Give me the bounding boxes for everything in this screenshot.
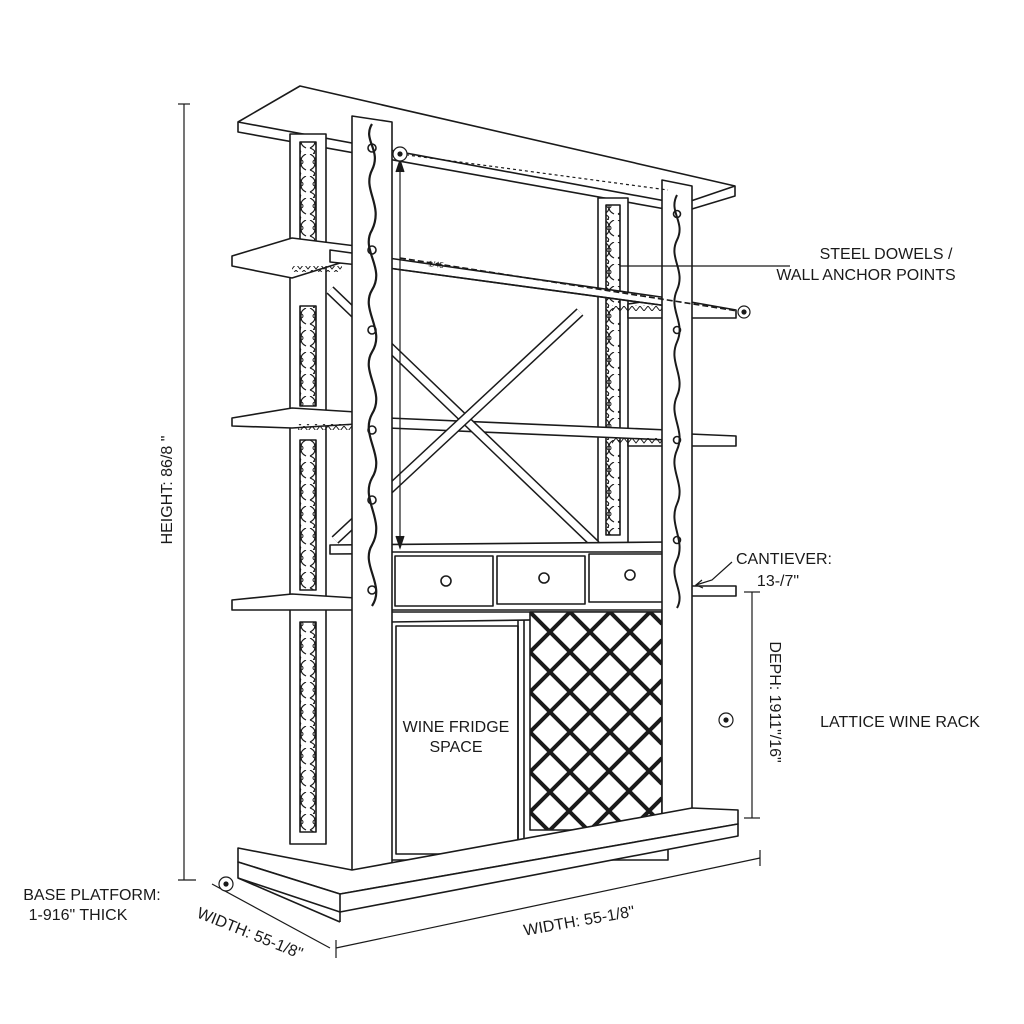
inner-height-dimension-line (395, 158, 405, 550)
drawer-knob-3 (624, 569, 636, 581)
anchor-point-right-marker (737, 305, 751, 319)
cantilever-label-line1: CANTIEVER: (736, 551, 832, 568)
width-side-dimension-line (211, 883, 331, 949)
width-front-dimension-line (335, 850, 761, 958)
front-left-post (351, 115, 393, 877)
front-right-post (661, 179, 693, 821)
anchor-point-top-marker (392, 146, 408, 162)
drawer-knob-1 (440, 575, 452, 587)
base-platform-label-line1: BASE PLATFORM: (23, 887, 161, 904)
cantilever-shelf-left-3 (231, 593, 357, 611)
width-side-label: WIDTH: 55-1/8" (194, 905, 305, 963)
depth-label: DEPH: 1911"/16" (766, 641, 783, 762)
cantilever-label-line2: 13-/7" (757, 573, 799, 590)
base-platform-label-line2: 1-916" THICK (29, 907, 128, 924)
width-front-label: WIDTH: 55-1/8" (522, 903, 636, 939)
cantilever-shelf-left-2 (231, 407, 357, 430)
drawer-knob-2 (538, 572, 550, 584)
back-right-post (597, 197, 629, 544)
height-label: HEIGHT: 86/8 " (159, 436, 176, 545)
drawer-bank (389, 551, 669, 611)
wine-fridge-label-line1: WINE FRIDGE (403, 719, 510, 736)
dowel-scale-text: 1/45 (428, 259, 445, 270)
cantilever-shelf-right-3 (689, 585, 737, 597)
wine-fridge-label-line2: SPACE (429, 739, 482, 756)
height-dimension-line (178, 103, 196, 881)
lattice-rack-marker (718, 712, 734, 728)
steel-dowels-label-line2: WALL ANCHOR POINTS (776, 267, 955, 284)
depth-dimension-line (744, 591, 760, 819)
base-platform (237, 807, 739, 923)
lattice-wine-rack (529, 611, 663, 831)
wine-fridge-space (395, 620, 525, 858)
lattice-wine-rack-label: LATTICE WINE RACK (820, 714, 980, 731)
base-platform-marker (218, 876, 234, 892)
cantilever-leader (694, 561, 733, 589)
steel-dowels-label-line1: STEEL DOWELS / (820, 246, 953, 263)
steel-dowel-rail (399, 257, 745, 313)
